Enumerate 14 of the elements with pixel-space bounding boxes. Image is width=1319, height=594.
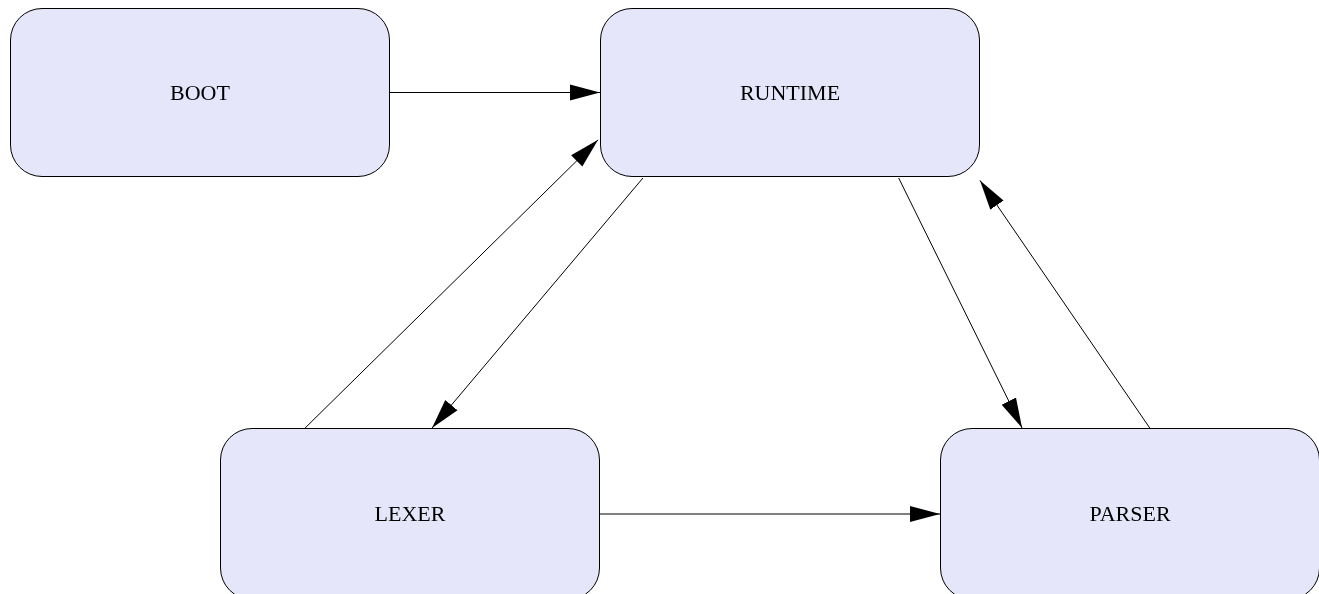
arrow: [431, 177, 644, 429]
rounded-box: [10, 8, 390, 177]
arrow: [389, 84, 601, 101]
node-label: BOOT: [170, 79, 230, 106]
arrow: [599, 506, 941, 522]
rounded-box: [940, 428, 1319, 594]
arrow: [979, 179, 1151, 429]
rounded-box: [600, 8, 980, 177]
arrow: [898, 177, 1023, 429]
arrow: [304, 139, 599, 429]
node-label: LEXER: [374, 501, 446, 527]
node-label: RUNTIME: [739, 79, 841, 106]
node-label: PARSER: [1089, 501, 1171, 527]
rounded-box: [220, 428, 600, 594]
